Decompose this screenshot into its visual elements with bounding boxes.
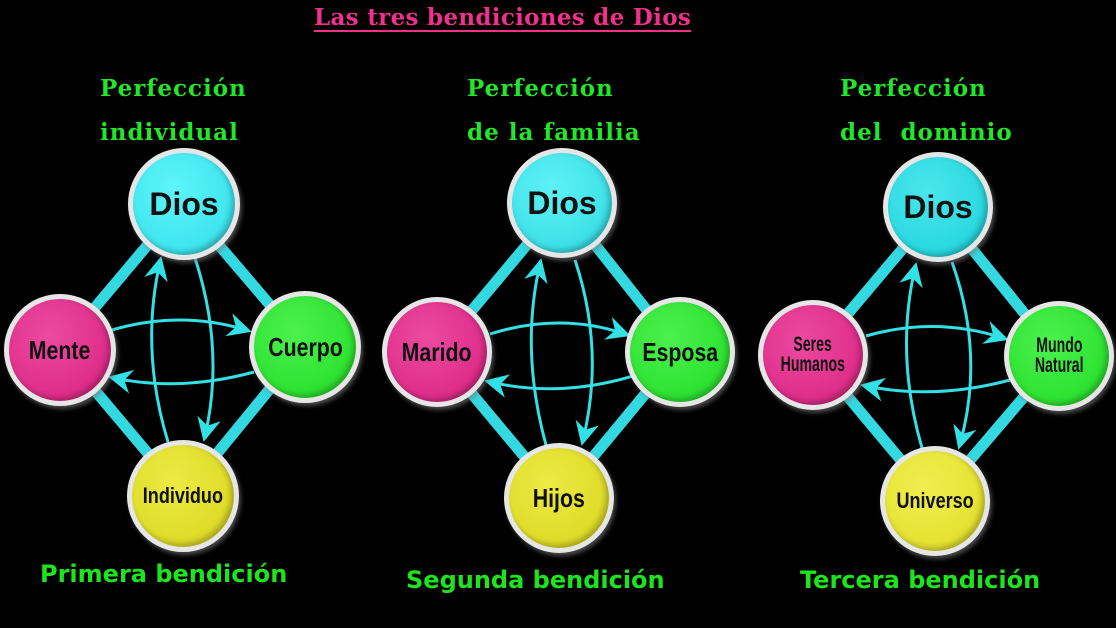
node-label: Universo — [896, 488, 974, 513]
panel-1-heading-line2: individual — [100, 119, 239, 146]
panel-3-footer: Tercera bendición — [800, 566, 1041, 594]
panel-3-heading: Perfección del dominio — [840, 67, 1013, 155]
panel-1-heading-line1: Perfección — [100, 75, 247, 102]
node-label: Individuo — [142, 483, 224, 508]
panel-3-heading-line2: del dominio — [840, 119, 1013, 146]
node-label: Dios — [527, 185, 597, 221]
node-label-line1: Seres — [793, 333, 833, 357]
node-label: Dios — [903, 189, 973, 225]
page-title: Las tres bendiciones de Dios — [314, 4, 692, 31]
node-dios-1: Dios — [128, 148, 240, 260]
node-dios-2: Dios — [507, 148, 617, 258]
node-dios-3: Dios — [883, 152, 993, 262]
node-cuerpo: Cuerpo — [249, 291, 361, 403]
node-label: Esposa — [642, 337, 718, 367]
node-label-line2: Natural — [1034, 354, 1084, 377]
panel-3-heading-line1: Perfección — [840, 75, 987, 102]
node-label-line2: Humanos — [780, 353, 846, 376]
node-individuo: Individuo — [127, 440, 239, 552]
node-label: Cuerpo — [267, 332, 343, 362]
node-label: Marido — [402, 337, 472, 367]
node-hijos: Hijos — [504, 443, 614, 553]
panel-2-heading-line2: de la familia — [467, 119, 641, 146]
panel-1-footer: Primera bendición — [40, 560, 288, 588]
node-esposa: Esposa — [625, 297, 735, 407]
node-universo: Universo — [880, 446, 990, 556]
node-mente: Mente — [4, 294, 116, 406]
panel-2-footer: Segunda bendición — [406, 566, 665, 594]
panel-2-heading-line1: Perfección — [467, 75, 614, 102]
panel-2-heading: Perfección de la familia — [467, 67, 641, 155]
panel-1-heading: Perfección individual — [100, 67, 247, 155]
node-label: Hijos — [532, 483, 586, 513]
node-label: Mente — [29, 335, 91, 365]
node-marido: Marido — [382, 297, 492, 407]
node-label-line1: Mundo — [1035, 334, 1083, 358]
node-label: Dios — [149, 186, 219, 222]
